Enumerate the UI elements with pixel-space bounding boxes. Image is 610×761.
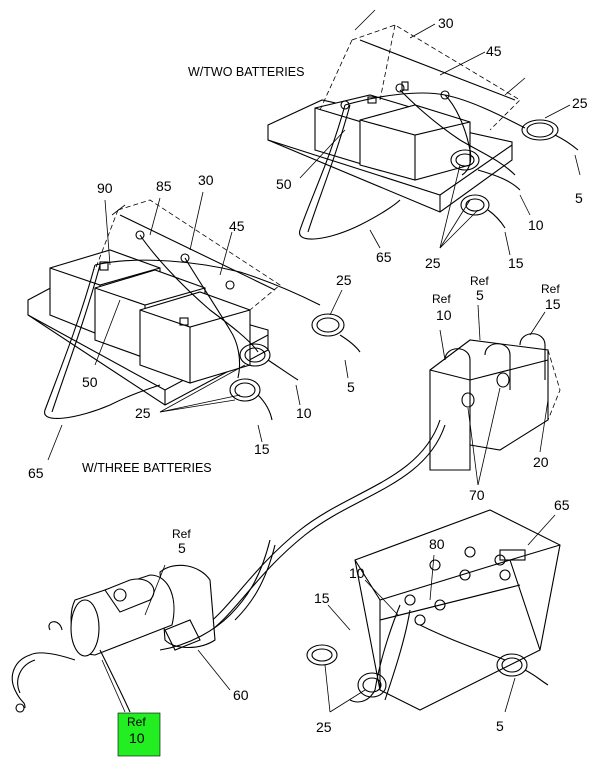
callout-60: 60	[233, 687, 249, 703]
callout-5-mid: 5	[347, 379, 355, 395]
battery-box	[306, 509, 561, 713]
callout-25-lower: 25	[316, 719, 332, 735]
callout-65-mid: 65	[28, 465, 44, 481]
callout-25-top-mid: 25	[425, 255, 441, 271]
callout-5-top-right: 5	[575, 190, 583, 206]
ref-10-label: Ref	[432, 292, 451, 306]
mounting-bracket	[429, 304, 561, 486]
callout-10-top-right: 10	[528, 217, 544, 233]
callout-5-lower: 5	[496, 718, 504, 734]
callout-50-top: 50	[276, 176, 292, 192]
starter-motor	[11, 539, 276, 713]
callout-85: 85	[156, 178, 172, 194]
ref-5-label: Ref	[470, 274, 489, 288]
callout-25-mid-right: 25	[336, 272, 352, 288]
ref-5-value: 5	[476, 287, 484, 303]
callout-25-mid-left: 25	[135, 405, 151, 421]
two-battery-assembly	[267, 9, 579, 240]
highlight-ref-10: Ref 10	[117, 712, 161, 757]
heading-three-batteries: W/THREE BATTERIES	[82, 461, 212, 475]
battery-3-mid	[139, 291, 251, 384]
callout-80: 80	[429, 536, 445, 552]
callout-20: 20	[533, 454, 549, 470]
callout-45-mid: 45	[229, 218, 245, 234]
callout-25-top-right: 25	[572, 95, 588, 111]
callout-90: 90	[97, 180, 113, 196]
highlight-box	[117, 712, 161, 757]
highlight-value: 10	[129, 730, 145, 746]
callout-10-lower: 10	[349, 565, 365, 581]
callout-30-top: 30	[438, 15, 454, 31]
callout-70: 70	[469, 487, 485, 503]
callout-15-mid: 15	[254, 441, 270, 457]
callout-15-lower: 15	[314, 590, 330, 606]
ref-15-value: 15	[545, 296, 561, 312]
callout-30-mid: 30	[198, 172, 214, 188]
callout-50-mid: 50	[82, 374, 98, 390]
callout-65-top: 65	[376, 249, 392, 265]
callout-45-top: 45	[486, 43, 502, 59]
callout-10-mid: 10	[296, 405, 312, 421]
ref-5-lower-value: 5	[178, 540, 186, 556]
callout-15-top: 15	[508, 255, 524, 271]
highlight-label: Ref	[127, 715, 146, 729]
main-cable	[199, 419, 441, 631]
three-battery-assembly	[27, 199, 361, 421]
leaders-mid	[47, 191, 349, 461]
heading-two-batteries: W/TWO BATTERIES	[188, 65, 304, 79]
ref-10-value: 10	[436, 307, 452, 323]
ref-5-lower-label: Ref	[172, 527, 191, 541]
ref-15-label: Ref	[541, 282, 560, 296]
leaders-top	[299, 23, 581, 256]
callout-65-lower: 65	[554, 497, 570, 513]
